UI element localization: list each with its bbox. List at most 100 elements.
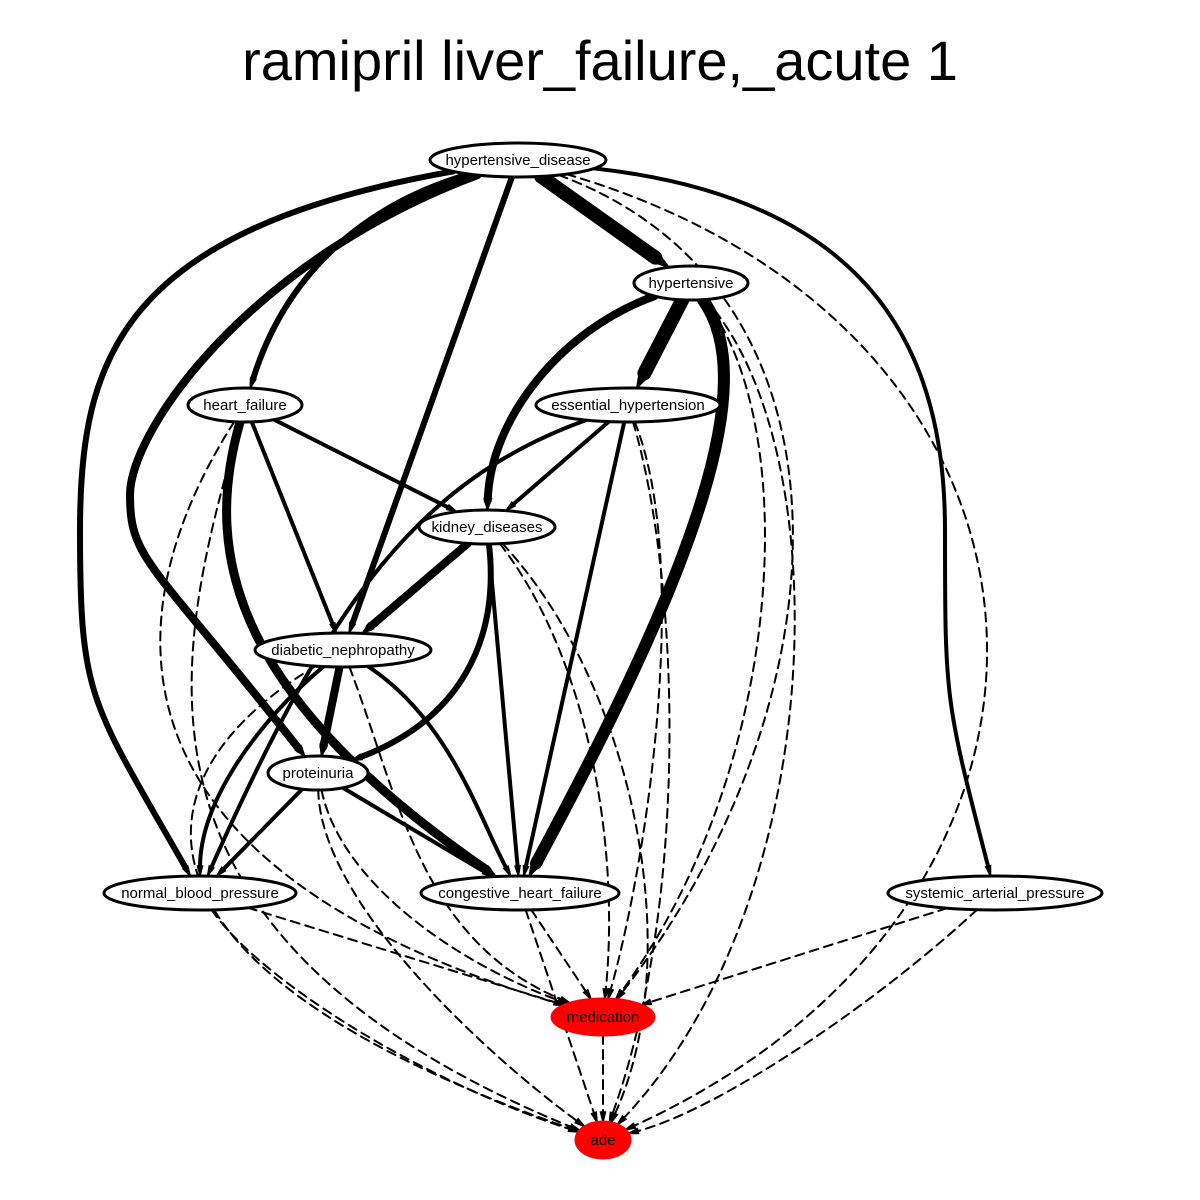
edge-hypertensive_disease-to-ade [565,173,988,1131]
edge-line [220,787,305,873]
edge-line [125,171,482,754]
edge-diabetic_nephropathy-to-normal_blood_pressure [196,664,326,877]
arrow-head-icon [627,1127,640,1135]
edge-line [340,785,488,875]
edge-essential_hypertension-to-congestive_heart_failure [522,419,627,877]
node-proteinuria[interactable]: proteinuria [266,754,370,792]
node-label: diabetic_nephropathy [271,642,415,659]
node-ade[interactable]: ade [574,1120,632,1160]
edge-kidney_diseases-to-medication [498,542,611,1000]
edge-line [530,908,588,994]
edge-hypertensive_disease-to-hypertensive [534,169,671,269]
edge-line [365,664,509,871]
edge-kidney_diseases-to-ade [501,542,649,1124]
arrow-head-icon [215,866,227,877]
edge-hypertensive_disease-to-normal_blood_pressure [76,168,456,879]
edge-kidney_diseases-to-diabetic_nephropathy [360,539,472,636]
edge-line [635,908,978,1133]
edge-line [189,665,573,1130]
edge-proteinuria-to-normal_blood_pressure [215,787,305,877]
edge-line [198,664,326,870]
node-label: hypertensive [648,275,733,292]
edge-line [592,166,991,870]
edge-line [246,906,558,1004]
node-diabetic_nephropathy[interactable]: diabetic_nephropathy [253,631,433,669]
arrow-head-icon [640,998,653,1006]
edges-layer [76,166,992,1135]
edge-line [523,419,627,870]
arrow-head-icon [590,1111,598,1123]
arrow-head-icon [483,497,493,513]
node-label: proteinuria [283,765,355,782]
arrow-head-icon [599,1111,607,1123]
page-title: ramipril liver_failure,_acute 1 [242,29,958,92]
node-label: medication [567,1009,640,1026]
arrow-head-icon [607,987,615,1000]
edge-heart_failure-to-kidney_diseases [272,417,458,513]
edge-line [510,419,611,508]
edge-proteinuria-to-ade [317,789,586,1128]
node-heart_failure[interactable]: heart_failure [186,386,304,424]
node-congestive_heart_failure[interactable]: congestive_heart_failure [419,874,621,912]
node-shape [417,508,557,546]
node-label: kidney_diseases [432,519,543,536]
edge-diabetic_nephropathy-to-proteinuria [319,662,344,759]
node-shape [550,997,656,1037]
node-shape [266,754,370,792]
node-shape [419,874,621,912]
edge-line [208,418,589,871]
edge-essential_hypertension-to-normal_blood_pressure [206,418,589,877]
arrow-head-icon [648,249,671,269]
node-medication[interactable]: medication [550,997,656,1037]
node-hypertensive[interactable]: hypertensive [632,264,750,302]
edge-hypertensive-to-congestive_heart_failure [527,293,730,879]
arrow-head-icon [481,868,494,878]
arrow-head-icon [635,366,653,391]
arrow-head-icon [348,753,364,762]
node-shape [534,386,722,424]
edge-kidney_diseases-to-congestive_heart_failure [486,541,521,877]
node-hypertensive_disease[interactable]: hypertensive_disease [428,141,608,179]
node-shape [186,386,304,424]
nodes-layer: hypertensive_disease hypertensive heart_fa… [102,141,1104,1160]
arrow-head-icon [196,865,204,877]
edge-line [529,293,730,870]
arrow-head-icon [505,501,517,512]
node-label: systemic_arterial_pressure [905,885,1084,902]
node-label: normal_blood_pressure [121,885,279,902]
arrow-head-icon [181,864,192,879]
node-shape [632,264,750,302]
edge-hypertensive_disease-to-systemic_arterial_pressure [592,166,992,877]
node-normal_blood_pressure[interactable]: normal_blood_pressure [102,874,298,912]
edge-essential_hypertension-to-kidney_diseases [505,419,611,512]
edge-line [348,173,515,629]
edge-line [483,292,659,505]
edge-line [622,298,796,1120]
arrow-head-icon [582,988,592,1001]
edge-line [534,169,663,265]
edge-normal_blood_pressure-to-ade [210,908,580,1133]
arrow-head-icon [616,1114,628,1126]
edge-line [210,908,572,1131]
edge-line [272,417,452,510]
node-label: ade [590,1132,615,1149]
edge-hypertensive-to-kidney_diseases [483,292,659,513]
node-systemic_arterial_pressure[interactable]: systemic_arterial_pressure [886,874,1104,912]
edge-line [190,420,574,1129]
edge-heart_failure-to-diabetic_nephropathy [249,419,337,634]
arrow-head-icon [624,1122,637,1131]
node-shape [428,141,608,179]
edge-line [365,539,472,632]
node-kidney_diseases[interactable]: kidney_diseases [417,508,557,546]
edge-line [249,419,336,628]
arrow-head-icon [294,744,307,759]
edge-line [609,420,663,992]
edge-line [320,788,561,1002]
node-essential_hypertension[interactable]: essential_hypertension [534,386,722,424]
edge-line [317,789,579,1123]
node-label: hypertensive_disease [445,152,590,169]
edge-line [486,541,520,870]
arrow-head-icon [614,988,625,1001]
edge-line [648,907,948,1004]
